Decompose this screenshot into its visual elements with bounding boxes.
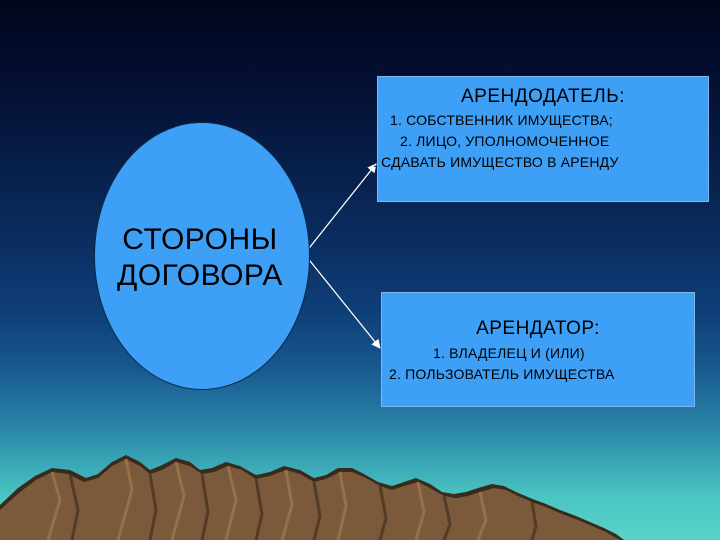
parties-label: СТОРОНЫ ДОГОВОРА bbox=[100, 222, 300, 294]
lessee-box: АРЕНДАТОР: 1. ВЛАДЕЛЕЦ И (ИЛИ) 2. ПОЛЬЗО… bbox=[381, 292, 695, 407]
parties-label-line2: ДОГОВОРА bbox=[117, 259, 283, 292]
lessor-item-1: 1. СОБСТВЕННИК ИМУЩЕСТВА; bbox=[390, 112, 613, 128]
mountain-ridges bbox=[46, 458, 488, 540]
parties-ellipse bbox=[94, 122, 310, 390]
mountain-dark-streaks bbox=[68, 473, 538, 540]
lessee-item-2: 2. ПОЛЬЗОВАТЕЛЬ ИМУЩЕСТВА bbox=[389, 366, 615, 382]
lessor-item-3: . СДАВАТЬ ИМУЩЕСТВО В АРЕНДУ bbox=[373, 154, 619, 170]
arrow-to-lessee bbox=[305, 255, 381, 349]
arrow-to-lessor bbox=[305, 163, 377, 253]
parties-label-line1: СТОРОНЫ bbox=[122, 223, 278, 256]
lessor-title: АРЕНДОДАТЕЛЬ: bbox=[460, 86, 626, 107]
lessee-title: АРЕНДАТОР: bbox=[476, 318, 600, 339]
lessor-box: АРЕНДОДАТЕЛЬ: 1. СОБСТВЕННИК ИМУЩЕСТВА; … bbox=[373, 76, 709, 202]
lessor-item-2: 2. ЛИЦО, УПОЛНОМОЧЕННОЕ bbox=[400, 133, 610, 149]
lessee-item-1: 1. ВЛАДЕЛЕЦ И (ИЛИ) bbox=[433, 345, 585, 361]
